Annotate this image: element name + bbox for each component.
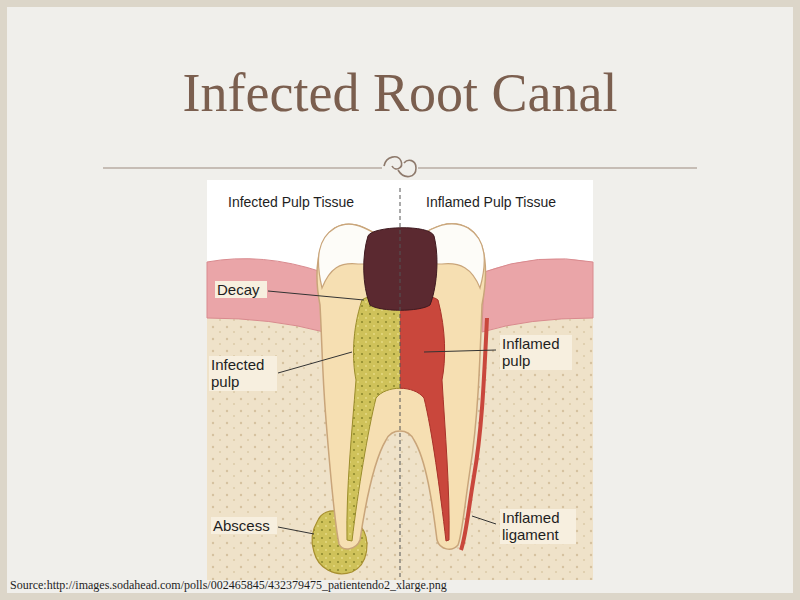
leader-line [278, 527, 314, 534]
part-label: Abscess [211, 517, 277, 534]
column-heading: Infected Pulp Tissue [226, 194, 396, 210]
part-label: Decay [215, 281, 267, 298]
gum [207, 259, 324, 332]
part-label: Inflamed ligament [500, 509, 576, 544]
leader-line [268, 291, 364, 300]
part-label: Inflamed pulp [500, 335, 572, 370]
title-rule [103, 167, 382, 168]
picture-panel [207, 180, 593, 580]
leader-line [278, 352, 352, 373]
inflamed-pulp [400, 294, 449, 541]
infected-pulp [347, 294, 400, 541]
column-heading: Inflamed Pulp Tissue [424, 194, 590, 210]
gum [482, 259, 593, 332]
part-label: Infected pulp [209, 356, 277, 391]
ornament [384, 157, 416, 177]
leader-line [472, 516, 496, 524]
leader-line [424, 350, 496, 352]
divider [400, 188, 401, 578]
slide-title: Infected Root Canal [0, 62, 800, 124]
title-rule [418, 167, 697, 168]
source-note: Source:http://images.sodahead.com/polls/… [8, 579, 768, 593]
tooth [317, 224, 486, 549]
